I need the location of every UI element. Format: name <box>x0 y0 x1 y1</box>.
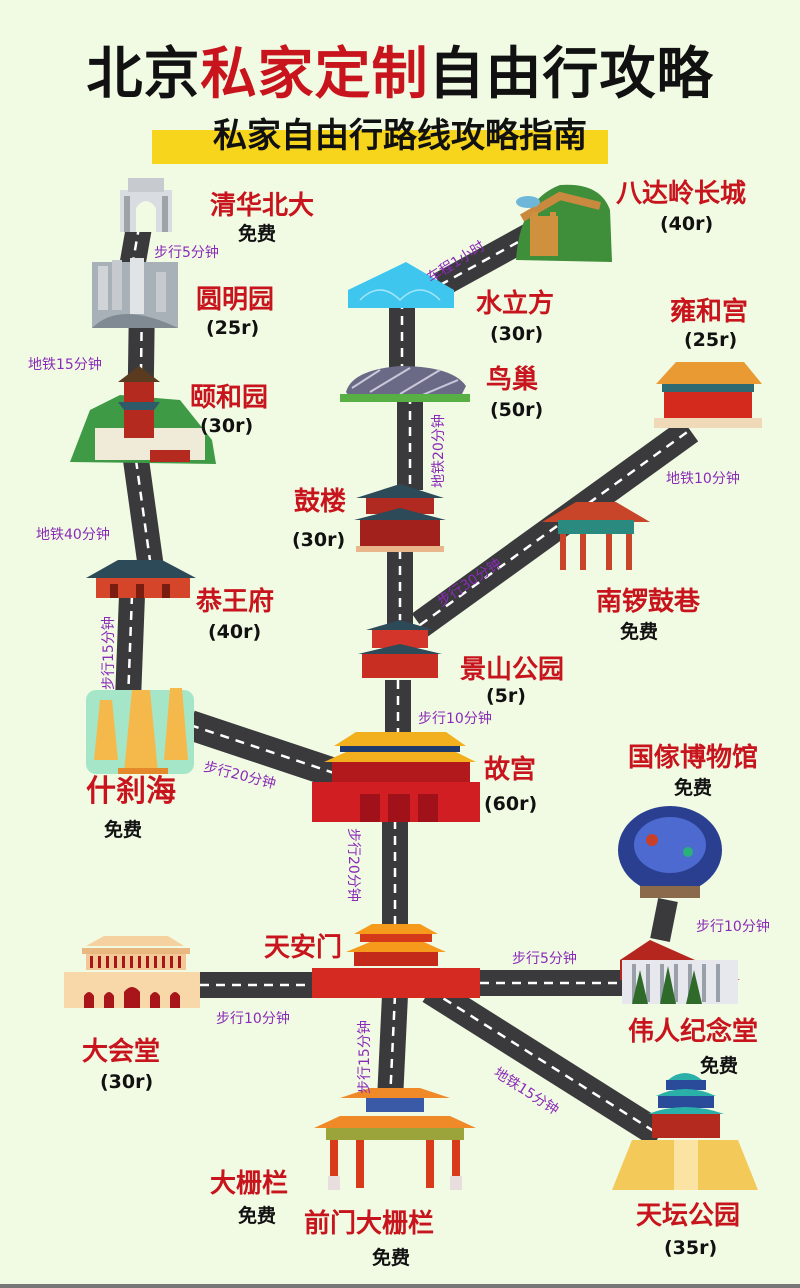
attraction-yonghegong[interactable]: 雍和宫 <box>670 297 749 327</box>
memorial-hall-icon <box>620 940 740 1004</box>
pagoda-icon <box>86 688 194 774</box>
attraction-qianmen[interactable]: 前门大栅栏 <box>304 1209 435 1239</box>
price-tsinghua: 免费 <box>238 223 277 245</box>
price-weiren: 免费 <box>700 1055 739 1077</box>
price-yiheyuan: (30r) <box>200 415 254 437</box>
route-label: 步行5分钟 <box>512 951 577 967</box>
bottom-border <box>0 1284 800 1288</box>
mansion-icon <box>86 560 196 598</box>
route-label: 地铁15分钟 <box>28 357 102 373</box>
title-accent: 私家定制 <box>200 42 429 107</box>
pavilion-icon <box>358 620 442 678</box>
route-label: 步行10分钟 <box>216 1011 290 1027</box>
tiananmen-icon <box>312 924 480 998</box>
attraction-yuanmingyuan[interactable]: 圆明园 <box>196 285 275 315</box>
qianmen-archway-icon <box>314 1088 476 1190</box>
attraction-dahuitang[interactable]: 大会堂 <box>82 1037 161 1067</box>
attraction-jingshan[interactable]: 景山公园 <box>460 655 565 685</box>
price-qianmen: 免费 <box>372 1247 411 1269</box>
route-label: 步行20分钟 <box>345 828 361 902</box>
price-gongwangfu: (40r) <box>208 621 262 643</box>
great-hall-icon <box>64 936 200 1008</box>
birds-nest-icon <box>340 366 470 402</box>
route-label: 地铁40分钟 <box>36 527 110 543</box>
price-jingshan: (5r) <box>486 685 526 707</box>
attraction-guobo[interactable]: 国傢博物馆 <box>628 743 759 773</box>
great-wall-icon <box>516 184 612 262</box>
summer-palace-icon <box>70 366 216 464</box>
price-dahuitang: (30r) <box>100 1071 154 1093</box>
price-gugong: (60r) <box>484 793 538 815</box>
museum-artifact-icon <box>618 806 722 898</box>
price-shuilifang: (30r) <box>490 323 544 345</box>
ruins-icon <box>92 258 178 328</box>
attraction-dashilan[interactable]: 大栅栏 <box>210 1169 289 1199</box>
title-suffix: 自由行攻略 <box>428 42 714 107</box>
route-label: 步行10分钟 <box>418 711 492 727</box>
subtitle-highlight <box>152 130 608 164</box>
attraction-shichahai[interactable]: 什刹海 <box>86 774 176 809</box>
forbidden-city-icon <box>312 732 480 822</box>
drum-tower-icon <box>354 484 446 552</box>
temple-of-heaven-icon <box>612 1073 758 1190</box>
price-niaochao: (50r) <box>490 399 544 421</box>
water-cube-icon <box>348 262 454 308</box>
route-label: 步行5分钟 <box>154 245 219 261</box>
price-gulou: (30r) <box>292 529 346 551</box>
university-gate-icon <box>120 178 172 232</box>
route-label: 步行15分钟 <box>357 1020 373 1094</box>
price-yuanmingyuan: (25r) <box>206 317 260 339</box>
attraction-yiheyuan[interactable]: 颐和园 <box>190 383 269 413</box>
price-nanluoguxiang: 免费 <box>620 621 659 643</box>
route-label: 步行10分钟 <box>696 919 770 935</box>
attraction-niaochao[interactable]: 鸟巢 <box>486 365 539 395</box>
attraction-tiananmen[interactable]: 天安门 <box>264 933 343 963</box>
price-shichahai: 免费 <box>104 819 143 841</box>
attraction-badaling[interactable]: 八达岭长城 <box>616 179 747 209</box>
attraction-tsinghua[interactable]: 清华北大 <box>210 191 315 221</box>
attraction-gulou[interactable]: 鼓楼 <box>294 487 347 517</box>
page-title: 北京私家定制自由行攻略 <box>0 40 800 110</box>
attraction-tiantan[interactable]: 天坛公园 <box>636 1201 741 1231</box>
price-yonghegong: (25r) <box>684 329 738 351</box>
attraction-gugong[interactable]: 故宫 <box>484 755 537 785</box>
route-label: 步行15分钟 <box>101 616 117 690</box>
temple-icon <box>654 362 762 428</box>
price-guobo: 免费 <box>674 777 713 799</box>
route-label: 地铁10分钟 <box>666 471 740 487</box>
price-dashilan: 免费 <box>238 1205 277 1227</box>
attraction-shuilifang[interactable]: 水立方 <box>476 289 555 319</box>
route-label: 地铁20分钟 <box>431 414 447 488</box>
attraction-weiren[interactable]: 伟人纪念堂 <box>628 1017 759 1047</box>
page-subtitle: 私家自由行路线攻略指南 <box>213 116 587 156</box>
title-prefix: 北京 <box>86 42 201 107</box>
archway-icon <box>542 502 650 570</box>
attraction-gongwangfu[interactable]: 恭王府 <box>196 587 275 617</box>
attraction-nanluoguxiang[interactable]: 南锣鼓巷 <box>596 587 701 617</box>
price-tiantan: (35r) <box>664 1237 718 1259</box>
price-badaling: (40r) <box>660 213 714 235</box>
